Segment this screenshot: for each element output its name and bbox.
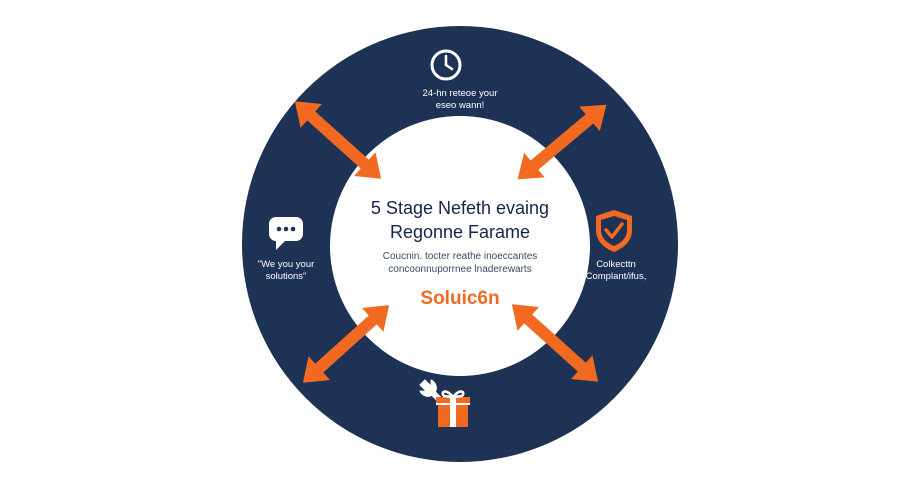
chat-bubble-icon [269,217,303,250]
center-subtitle-line2: concoonnuporrnee lnaderewarts [388,264,532,275]
stage-left-caption-line2: solutions" [265,271,307,282]
center-subtitle: Coucnin. tocter reathe inoeccantes conco… [330,250,590,276]
stage-top-caption-line2: eseo wann! [435,100,485,111]
stage-right-caption-line2: Complant/ifus, [585,271,647,282]
center-solution-label: Soluic6n [420,288,500,309]
stage-top-caption-line1: 24-hn reteoe your [422,88,498,99]
center-subtitle-line1: Coucnin. tocter reathe inoeccantes [382,251,538,262]
clock-icon [430,49,462,81]
wrench-gift-icon [419,379,470,427]
stage-top-caption: 24-hn reteoe your eseo wann! [380,88,540,112]
stage-left-caption-line1: "We you your [257,259,315,270]
shield-check-icon [596,210,632,252]
center-title: 5 Stage Nefeth evaing Regonne Farame [330,196,590,244]
center-title-line1: 5 Stage Nefeth evaing [370,198,550,218]
center-title-line2: Regonne Farame [389,222,531,242]
stage-right-caption-line1: Colkecttn [596,259,636,270]
stage-right-caption: Colkecttn Complant/ifus, [566,259,666,283]
stage-left-caption: "We you your solutions" [226,259,346,283]
